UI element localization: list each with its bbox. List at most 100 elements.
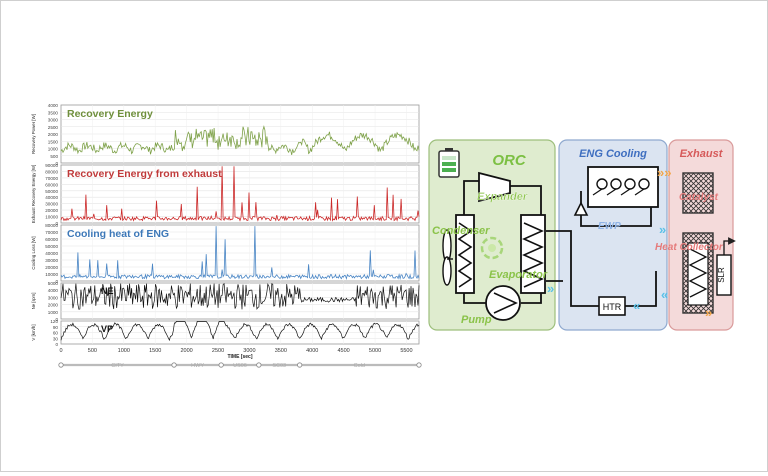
x-tick-label: 0 xyxy=(59,348,62,354)
eng-cooling-title: ENG Cooling xyxy=(579,148,647,160)
condenser-symbol xyxy=(455,214,475,294)
y-tick-label: 60 xyxy=(53,331,59,336)
trace-exhaust xyxy=(60,166,420,222)
x-tick-label: 3000 xyxy=(243,348,255,354)
y-axis-label: Recovery Power [W] xyxy=(31,114,36,154)
y-tick-label: 4000 xyxy=(48,103,59,108)
pump-label: Pump xyxy=(461,314,492,326)
flow-arrows: »» » » » « « xyxy=(547,165,712,320)
trace-ne xyxy=(60,283,420,310)
y-tick-label: 3500 xyxy=(48,110,59,115)
x-tick-label: 2500 xyxy=(212,348,224,354)
engine-block xyxy=(587,166,659,208)
phase-label: HWY xyxy=(191,363,204,369)
flow-arrow-coolant-evap: » xyxy=(547,281,554,296)
fan-icon xyxy=(442,229,453,286)
y-tick-label: 90 xyxy=(53,325,59,330)
y-tick-label: 5000 xyxy=(48,281,59,286)
y-tick-label: 2000 xyxy=(48,132,59,137)
x-tick-label: 1500 xyxy=(149,348,161,354)
ewp-label: EWP xyxy=(598,221,621,232)
x-tick-label: 5000 xyxy=(369,348,381,354)
panel-title: VP xyxy=(101,324,113,334)
y-tick-label: 1500 xyxy=(48,139,59,144)
x-tick-label: 4000 xyxy=(306,348,318,354)
battery-icon xyxy=(438,148,460,178)
catalyst-label: Catalyst xyxy=(679,192,719,203)
htr-label: HTR xyxy=(603,302,622,312)
catalyst-symbol xyxy=(682,172,714,214)
y-axis-label: V [km/h] xyxy=(31,324,36,340)
y-tick-label: 30000 xyxy=(45,202,58,207)
x-tick-label: 4500 xyxy=(338,348,350,354)
y-tick-label: 40000 xyxy=(45,195,58,200)
recycle-icon xyxy=(480,236,504,260)
y-tick-label: 0 xyxy=(55,221,58,226)
exhaust-title: Exhaust xyxy=(680,148,724,160)
phase-marker xyxy=(58,362,64,368)
flow-arrow-coolant-htr: « xyxy=(633,298,640,313)
panel-title: Cooling heat of ENG xyxy=(67,228,169,240)
y-tick-label: 30000 xyxy=(45,258,58,263)
slr-outlet xyxy=(723,237,736,255)
expander-symbol xyxy=(478,171,511,203)
panel-title: NE xyxy=(101,286,114,296)
ewp-symbol xyxy=(573,201,589,216)
x-tick-label: 1000 xyxy=(118,348,130,354)
panel-frame xyxy=(60,164,420,224)
orc-piping xyxy=(463,180,657,307)
y-tick-label: 70000 xyxy=(45,230,58,235)
system-diagram: ORC ENG Cooling Exhaust xyxy=(428,139,736,331)
y-tick-label: 70000 xyxy=(45,176,58,181)
x-tick-label: 5500 xyxy=(400,348,412,354)
y-tick-label: 10000 xyxy=(45,215,58,220)
heat-collector-symbol xyxy=(682,232,714,314)
pump-symbol xyxy=(485,285,521,321)
panel-recovery: 40003500300025002000150010005000Recovery… xyxy=(31,103,420,166)
expander-label: Expander xyxy=(477,191,528,203)
y-tick-label: 120 xyxy=(50,319,58,324)
x-axis-label: TIME [sec] xyxy=(227,354,252,360)
phase-marker xyxy=(297,362,303,368)
phase-label: Cold xyxy=(354,363,365,369)
evaporator-label: Evaporator xyxy=(489,269,548,281)
x-tick-label: 500 xyxy=(88,348,97,354)
panel-title: Recovery Energy xyxy=(67,108,153,120)
y-tick-label: 2000 xyxy=(48,303,59,308)
trace-vp xyxy=(60,321,420,342)
y-tick-label: 3000 xyxy=(48,118,59,123)
trace-recovery xyxy=(60,125,420,155)
flow-arrow-coolant-right: « xyxy=(661,287,668,302)
condenser-label: Condenser xyxy=(432,225,490,237)
y-tick-label: 30 xyxy=(53,336,59,341)
phase-label: US06 xyxy=(233,363,247,369)
y-tick-label: 90000 xyxy=(45,163,58,168)
flow-arrow-exhaust-top: »» xyxy=(657,165,671,180)
y-tick-label: 2500 xyxy=(48,125,59,130)
y-axis-label: Exhaust Recovery Energy [W] xyxy=(31,165,36,224)
flow-arrow-coolant-top: » xyxy=(659,222,666,237)
y-tick-label: 10000 xyxy=(45,272,58,277)
phase-marker xyxy=(416,362,422,368)
phase-marker xyxy=(171,362,177,368)
slr-label: SLR xyxy=(717,267,726,283)
y-tick-label: 50000 xyxy=(45,189,58,194)
y-axis-label: Ne [rpm] xyxy=(31,293,36,310)
flow-arrow-exhaust-bottom: » xyxy=(705,305,712,320)
y-tick-label: 500 xyxy=(50,154,58,159)
y-tick-label: 20000 xyxy=(45,208,58,213)
panel-cooling: 8000070000600005000040000300002000010000… xyxy=(31,223,420,284)
y-tick-label: 80000 xyxy=(45,169,58,174)
y-tick-label: 50000 xyxy=(45,244,58,249)
phase-marker xyxy=(218,362,224,368)
heat-collector-label: Heat Collector xyxy=(655,242,724,253)
panel-title: Recovery Energy from exhaust xyxy=(67,168,222,180)
y-tick-label: 0 xyxy=(55,279,58,284)
trace-cooling xyxy=(60,226,420,281)
